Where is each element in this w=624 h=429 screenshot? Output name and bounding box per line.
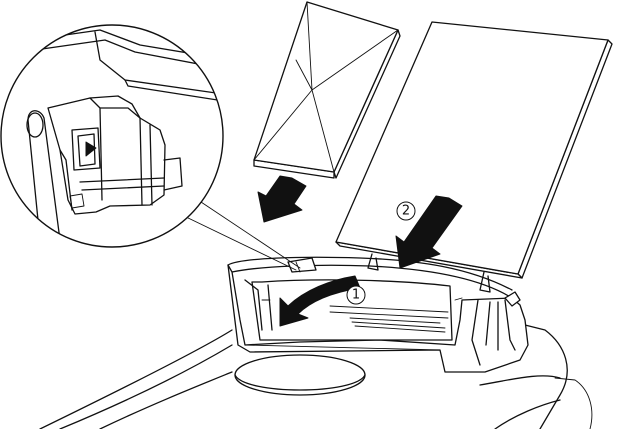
magnifier-callout bbox=[183, 199, 301, 271]
step-1-label: 1 bbox=[352, 288, 360, 303]
magnifier-inset bbox=[0, 24, 224, 248]
down-arrow-icon bbox=[257, 175, 307, 223]
step-2-badge: 2 bbox=[396, 201, 416, 221]
curved-arrow-icon bbox=[279, 275, 361, 327]
envelope bbox=[253, 1, 401, 179]
step-1-badge: 1 bbox=[346, 285, 366, 305]
machine-body bbox=[39, 324, 593, 429]
down-arrow-step2-icon bbox=[395, 195, 463, 269]
step-2-label: 2 bbox=[402, 204, 410, 219]
